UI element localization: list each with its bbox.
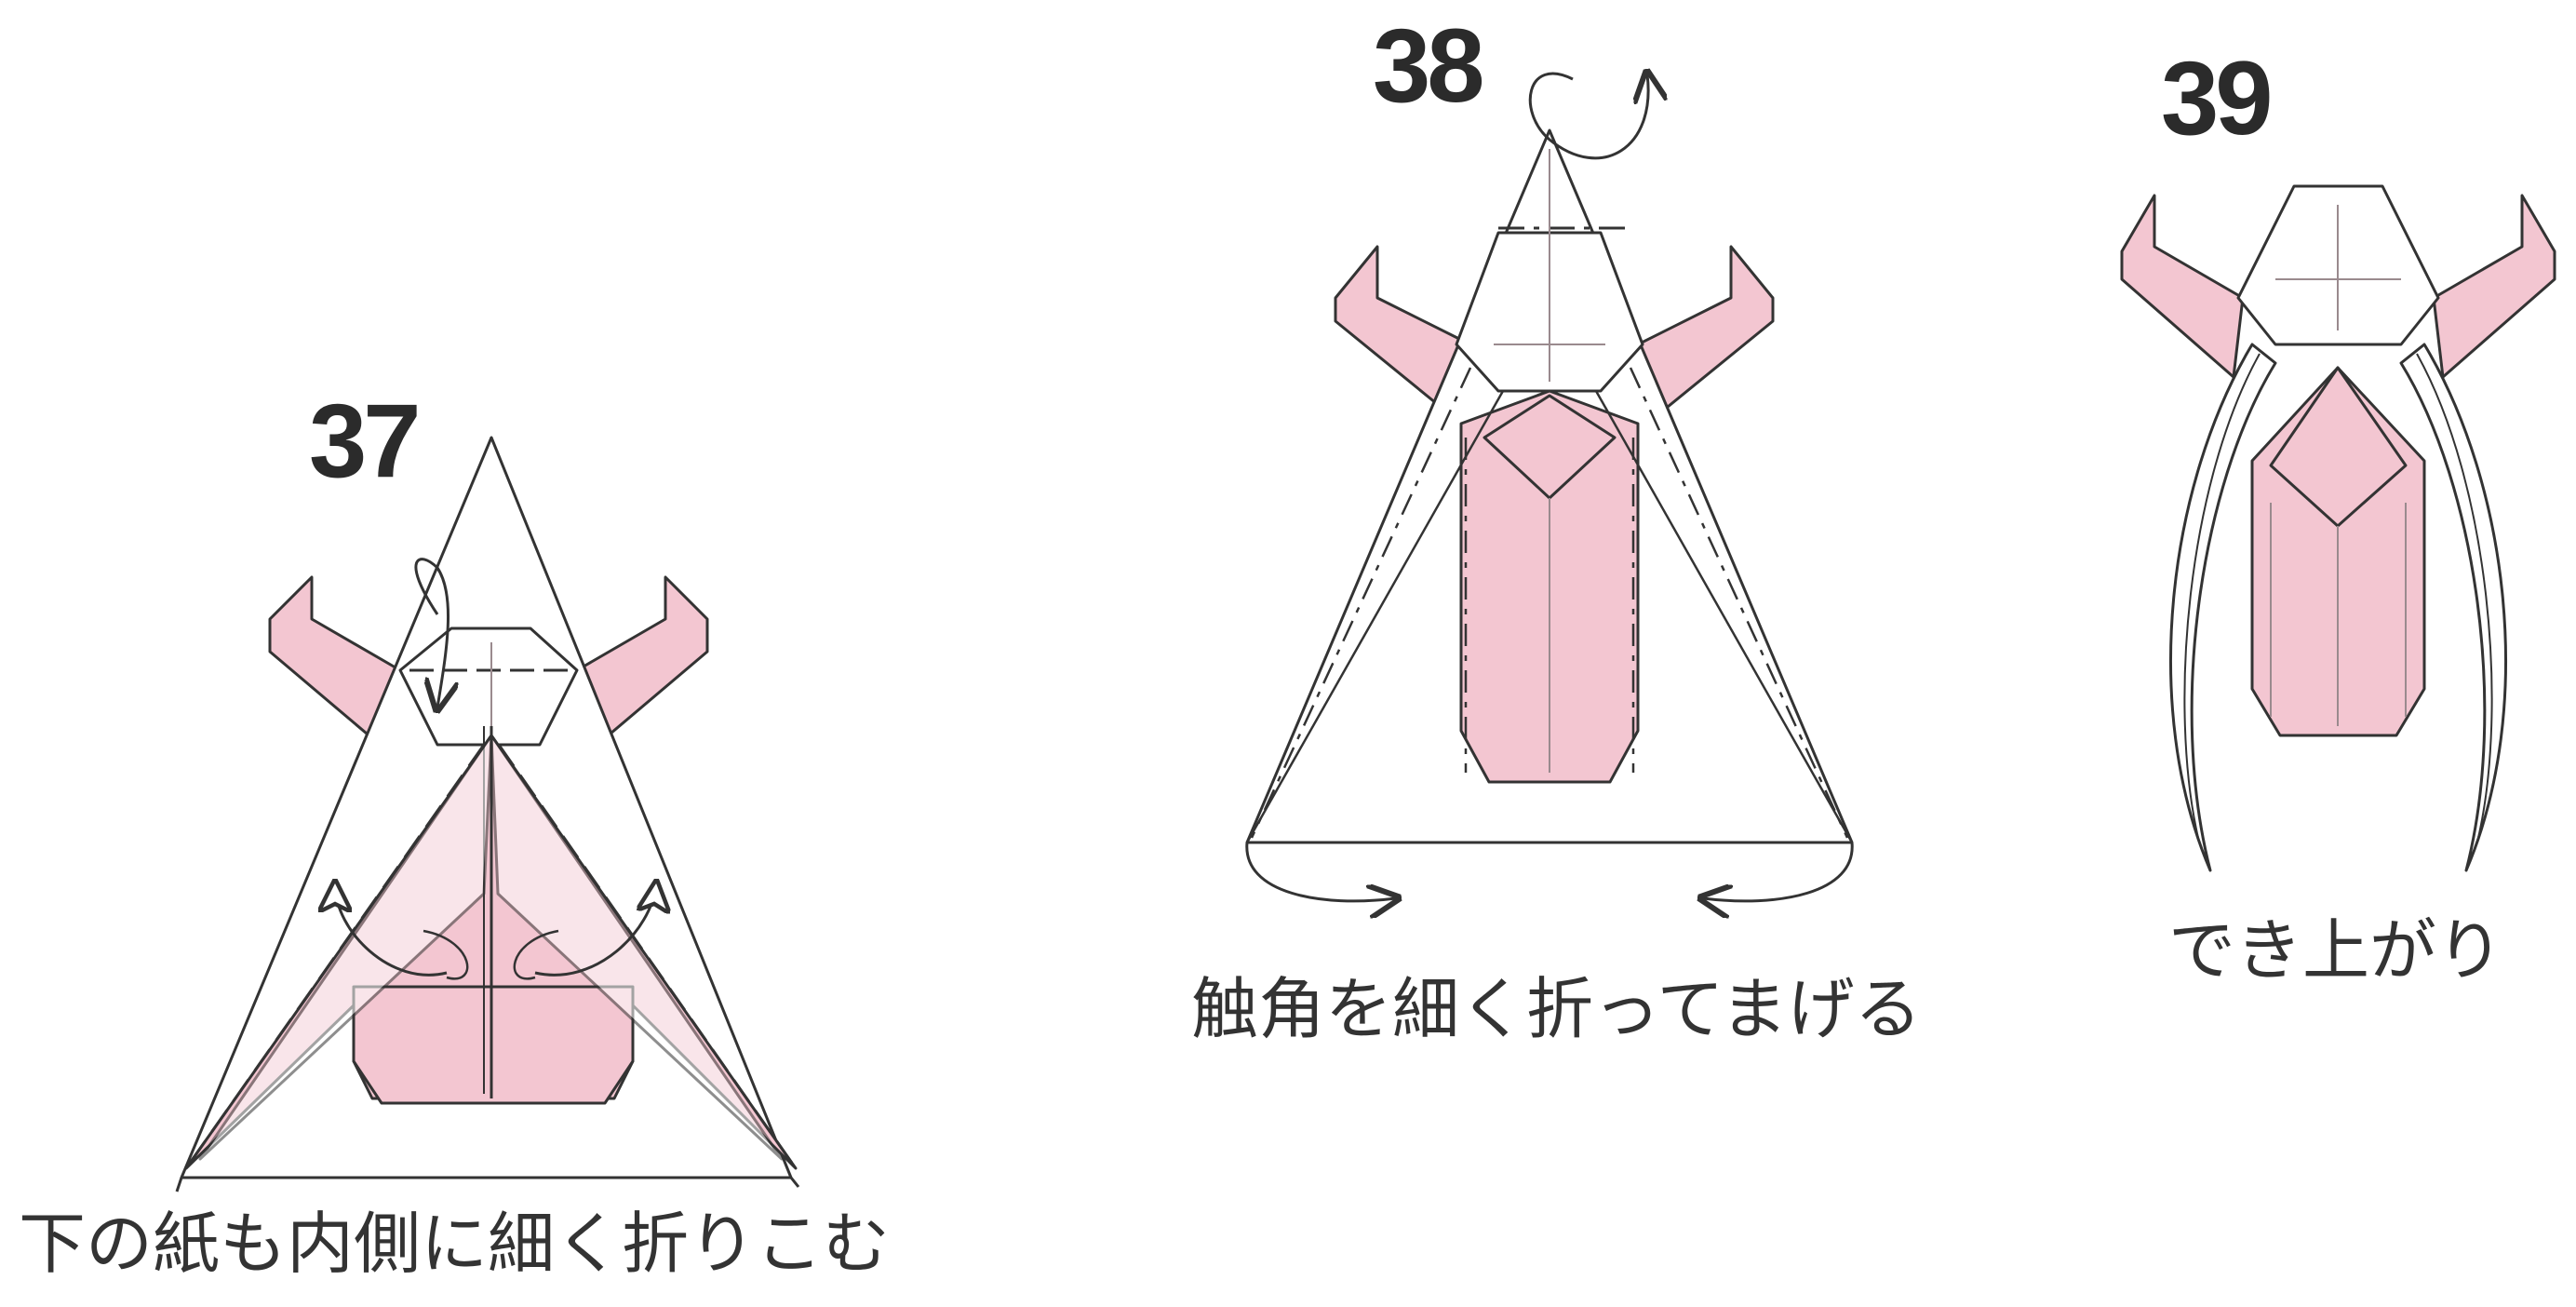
step-39-right-antenna [2399, 343, 2507, 872]
step-37-caption: 下の紙も内側に細く折りこむ [19, 1205, 891, 1283]
step-38-figure [1245, 74, 1854, 901]
step-39-left-horn [2120, 194, 2245, 379]
step-39-left-antenna [2169, 343, 2277, 872]
step-39-number: 39 [2161, 40, 2274, 156]
step-37-figure [175, 436, 800, 1192]
step-39-caption: でき上がり [2168, 911, 2504, 990]
step-37-abdomen [352, 985, 635, 1105]
step-37-number: 37 [309, 383, 422, 499]
step-39-figure [2120, 184, 2556, 872]
step-38-number: 38 [1373, 7, 1485, 124]
step-38-caption: 触角を細く折ってまげる [1191, 970, 1922, 1048]
step-39-right-horn [2432, 194, 2556, 379]
